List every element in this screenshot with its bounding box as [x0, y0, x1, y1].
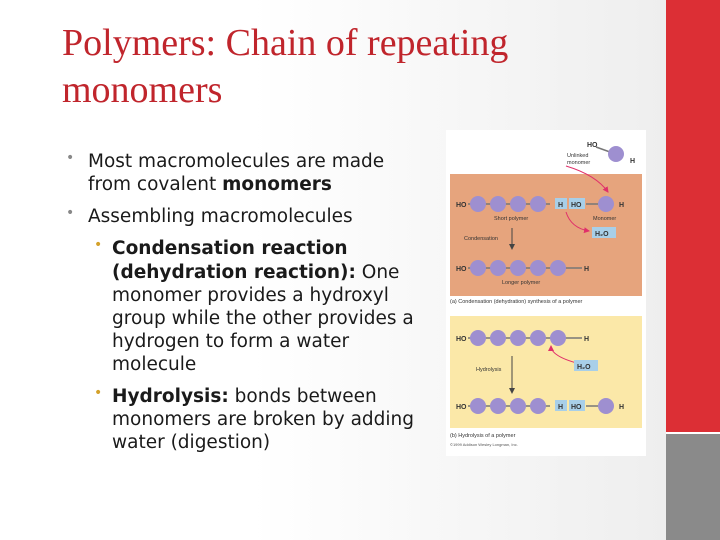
unlinked-label-2: monomer	[567, 160, 590, 166]
sub-bullet-bold: Condensation reaction (dehydration react…	[112, 238, 356, 283]
panel-b-row2-h: H	[558, 404, 563, 411]
bullet-text: Most macromolecules are made from covale…	[88, 151, 385, 196]
panel-a-row1-ho: HO	[456, 202, 467, 209]
h-highlight	[555, 198, 567, 209]
monomer-icon	[490, 260, 506, 276]
bullet-dot-icon: •	[66, 205, 75, 222]
panel-a-caption: (a) Condensation (dehydration) synthesis…	[450, 299, 583, 305]
sub-bullet-hydrolysis: • Hydrolysis: bonds between monomers are…	[58, 385, 428, 454]
bullet-text: Assembling macromolecules	[88, 206, 353, 228]
slide-body: • Most macromolecules are made from cova…	[58, 150, 428, 464]
unlinked-h: H	[630, 158, 635, 165]
sub-bullet-text: bonds between monomers are broken by add…	[112, 386, 415, 454]
accent-bar-gray	[666, 432, 720, 540]
monomer-icon	[530, 398, 546, 414]
panel-b-row2-h2: H	[619, 404, 624, 411]
monomer-icon	[470, 260, 486, 276]
accent-bar-red	[666, 0, 720, 432]
panel-b-row1-ho: HO	[456, 336, 467, 343]
bullet-assembling: • Assembling macromolecules	[58, 205, 428, 228]
unlinked-label-1: Unlinked	[567, 153, 588, 159]
unlinked-monomer-icon	[608, 146, 624, 162]
panel-b-row1-h: H	[584, 336, 589, 343]
panel-b-h2o: H₂O	[577, 364, 591, 371]
monomer-icon	[510, 330, 526, 346]
monomer-icon	[530, 260, 546, 276]
sub-bullet-dot-icon: •	[94, 385, 103, 402]
panel-a-row1-h: H	[558, 202, 563, 209]
sub-bullet-text: One monomer provides a hydroxyl group wh…	[112, 261, 414, 376]
sub-bullet-dot-icon: •	[94, 237, 103, 254]
monomer-icon	[470, 196, 486, 212]
monomer-icon	[470, 398, 486, 414]
monomer-icon	[510, 260, 526, 276]
monomer-icon	[510, 196, 526, 212]
bullet-monomers: • Most macromolecules are made from cova…	[58, 150, 428, 196]
panel-b-caption: (b) Hydrolysis of a polymer	[450, 433, 516, 439]
ho-highlight	[569, 198, 585, 209]
monomer-label: Monomer	[593, 216, 616, 222]
polymer-figure: HO H Unlinked monomer HO H HO H Short po…	[446, 130, 646, 456]
monomer-icon	[530, 330, 546, 346]
monomer-icon	[510, 398, 526, 414]
condensation-label: Condensation	[464, 236, 498, 242]
monomer-icon	[470, 330, 486, 346]
panel-a-row1-ho2: HO	[571, 202, 582, 209]
h2o-highlight	[574, 360, 598, 371]
pink-arrow	[565, 211, 590, 234]
monomer-icon	[598, 196, 614, 212]
short-polymer-label: Short polymer	[494, 216, 528, 222]
bullet-bold: monomers	[222, 174, 332, 196]
h2o-highlight	[592, 227, 616, 238]
bullet-dot-icon: •	[66, 150, 75, 166]
panel-a-row1-h2: H	[619, 202, 624, 209]
monomer-icon	[490, 398, 506, 414]
hydrolysis-label: Hydrolysis	[476, 367, 502, 373]
unlinked-ho: HO	[587, 142, 598, 149]
monomer-icon	[550, 260, 566, 276]
polymer-diagram: HO H Unlinked monomer HO H HO H Short po…	[450, 142, 642, 447]
sub-bullet-condensation: • Condensation reaction (dehydration rea…	[58, 237, 428, 376]
copyright-text: ©1999 Addison Wesley Longman, Inc.	[450, 442, 518, 447]
accent-divider	[666, 432, 720, 434]
ho-highlight	[569, 400, 585, 411]
monomer-icon	[598, 398, 614, 414]
panel-a-row2-h: H	[584, 266, 589, 273]
pink-arrow	[565, 165, 609, 193]
monomer-icon	[490, 196, 506, 212]
unlinked-bond	[595, 146, 611, 153]
sub-bullet-bold: Hydrolysis:	[112, 386, 229, 408]
panel-b-row2-ho: HO	[456, 404, 467, 411]
panel-a-row2-ho: HO	[456, 266, 467, 273]
panel-b-row2-ho2: HO	[571, 404, 582, 411]
longer-polymer-label: Longer polymer	[502, 280, 540, 286]
monomer-icon	[530, 196, 546, 212]
h-highlight	[555, 400, 567, 411]
monomer-icon	[550, 330, 566, 346]
panel-a-h2o: H₂O	[595, 231, 609, 238]
monomer-icon	[490, 330, 506, 346]
slide-title: Polymers: Chain of repeating monomers	[62, 22, 509, 111]
